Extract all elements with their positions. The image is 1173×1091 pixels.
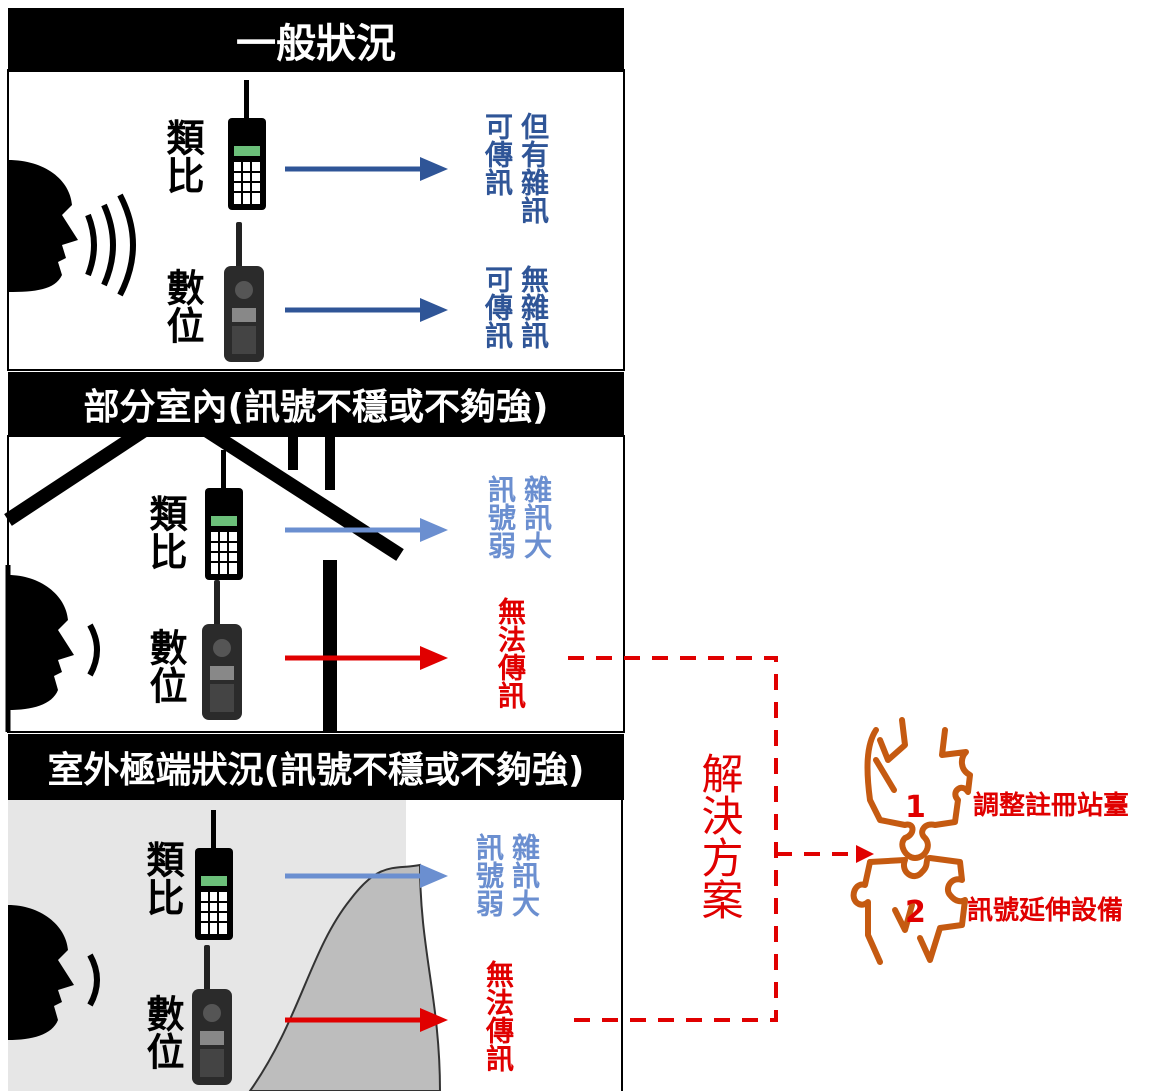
arrow-s1-digital [285, 298, 448, 322]
house-chimney [288, 425, 335, 490]
cliff-shape [248, 863, 442, 1091]
result-s1-analog-a: 可傳訊 [481, 112, 514, 196]
result-s2-analog-a: 訊號弱 [484, 475, 517, 559]
result-s2-analog-b: 雜訊大 [520, 475, 553, 559]
speaker-head-3 [8, 905, 100, 1040]
connector-arrowhead [856, 845, 874, 863]
result-s3-analog-a: 訊號弱 [472, 833, 505, 917]
analog-radio-1 [228, 80, 266, 210]
digital-radio-2 [202, 580, 242, 720]
solution-number-2: 2 [905, 895, 926, 930]
section-header-outdoor: 室外極端狀況(訊號不穩或不夠強) [8, 734, 624, 800]
result-s1-digital-b: 無雜訊 [517, 265, 550, 349]
result-s1-digital-a: 可傳訊 [481, 265, 514, 349]
section-header-normal: 一般狀況 [8, 8, 624, 72]
result-s1-analog-b: 但有雜訊 [517, 112, 550, 224]
solution-item-1: 調整註冊站臺 [973, 791, 1130, 821]
speaker-head-2 [8, 575, 100, 710]
result-s3-analog-b: 雜訊大 [508, 833, 541, 917]
puzzle-hands-icon [850, 717, 973, 965]
analog-radio-3 [195, 810, 233, 940]
arrow-s1-analog [285, 157, 448, 181]
arrow-s2-digital [285, 646, 448, 670]
section-header-indoor: 部分室內(訊號不穩或不夠強) [8, 372, 624, 436]
analog-radio-2 [205, 450, 243, 580]
label-digital-s2: 數位 [143, 628, 187, 704]
label-analog-s3: 類比 [140, 840, 184, 916]
label-digital-s3: 數位 [140, 994, 184, 1070]
solution-item-2: 訊號延伸設備 [967, 896, 1124, 926]
arrow-s3-analog [285, 864, 448, 888]
speaker-head-1 [8, 160, 136, 297]
solution-title: 解決方案 [695, 752, 744, 920]
label-digital-s1: 數位 [160, 268, 204, 344]
solution-number-1: 1 [905, 790, 926, 825]
result-s2-digital: 無法傳訊 [494, 597, 527, 709]
label-analog-s1: 類比 [160, 118, 204, 194]
digital-radio-3 [192, 945, 232, 1085]
dashed-connector [568, 656, 858, 1022]
arrow-s3-digital [285, 1008, 448, 1032]
digital-radio-1 [224, 222, 264, 362]
arrow-s2-analog [285, 518, 448, 542]
result-s3-digital: 無法傳訊 [482, 960, 515, 1072]
label-analog-s2: 類比 [143, 494, 187, 570]
